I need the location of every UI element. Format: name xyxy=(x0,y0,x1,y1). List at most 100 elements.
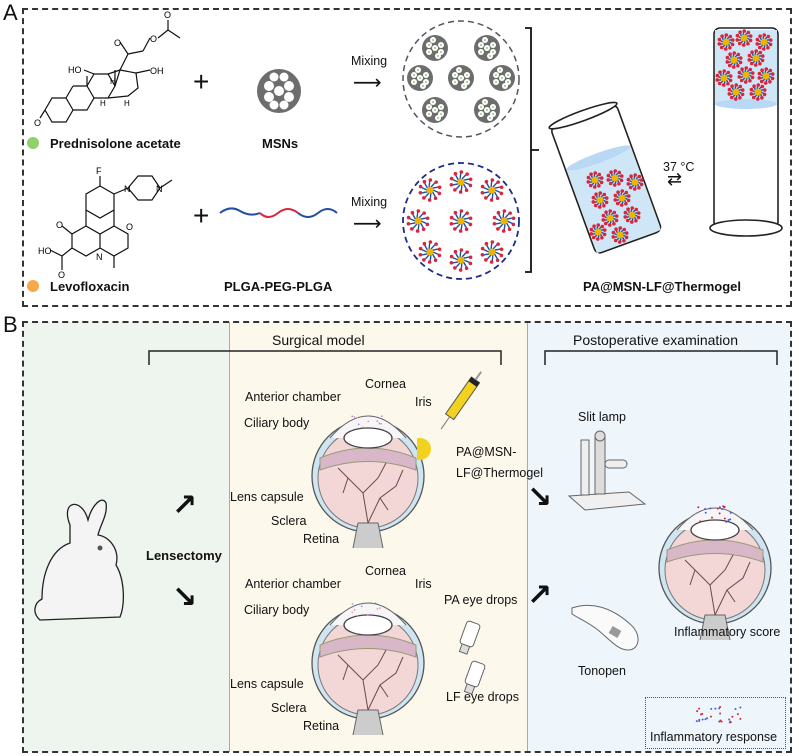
loaded-msn xyxy=(407,65,433,91)
tilted-beaker-sol xyxy=(540,100,680,250)
f-label: F xyxy=(96,166,102,176)
inflammatory-cell xyxy=(704,508,706,510)
inflammatory-cell-dot xyxy=(739,718,741,720)
levofloxacin-label: Levofloxacin xyxy=(50,279,129,294)
arrow-up-right-icon: ↗ xyxy=(527,578,552,613)
inflammatory-cell-dot xyxy=(730,721,732,723)
aqueous-particle xyxy=(354,416,356,418)
loaded-msn xyxy=(422,97,448,123)
postop-title: Postoperative examination xyxy=(573,332,738,348)
inflammatory-cell xyxy=(730,512,732,514)
micelle xyxy=(481,178,504,202)
reversible-arrows-icon: ⇄ xyxy=(667,172,682,186)
aqueous-particle xyxy=(379,423,381,425)
ring-o-label: O xyxy=(126,222,133,232)
pa-eye-drops-label: PA eye drops xyxy=(444,593,517,607)
aqueous-particle xyxy=(351,416,353,418)
inflammatory-cell-dot xyxy=(728,718,730,720)
inflammatory-cell-dot xyxy=(737,713,739,715)
micelle xyxy=(450,170,473,194)
msn-icon xyxy=(256,68,302,114)
loaded-msn xyxy=(422,35,448,61)
plus-icon: + xyxy=(193,66,209,98)
inflammatory-cell xyxy=(717,507,719,509)
slit-lamp-icon xyxy=(567,430,647,512)
product-label: PA@MSN-LF@Thermogel xyxy=(583,279,741,294)
anterior-chamber-label: Anterior chamber xyxy=(245,577,341,591)
eye-illustration-inflamed xyxy=(655,490,775,642)
pa-eye-drop-bottle-icon xyxy=(455,612,485,657)
inflammatory-cell-dot xyxy=(735,708,737,710)
inflammatory-score-label: Inflammatory score xyxy=(674,625,780,639)
arrow-down-right-icon: ↘ xyxy=(527,480,552,515)
micelle xyxy=(493,209,516,233)
iris-label: Iris xyxy=(415,395,432,409)
retina-label: Retina xyxy=(303,719,339,733)
inflammatory-cell xyxy=(721,508,723,510)
ketone-o-label: O xyxy=(56,220,63,230)
plga-peg-plga-chain xyxy=(220,203,337,223)
h-label: H xyxy=(100,99,106,108)
anterior-chamber-label: Anterior chamber xyxy=(245,390,341,404)
oh-label: OH xyxy=(150,66,164,76)
ciliary-body-label: Ciliary body xyxy=(244,603,309,617)
inflammatory-cell-dot xyxy=(731,716,733,718)
levofloxacin-structure: F N N O N O HO O xyxy=(40,168,200,278)
aqueous-particle xyxy=(377,420,379,422)
micelle-circle xyxy=(400,160,522,282)
h-label: H xyxy=(110,77,116,86)
plga-peg-plga-label: PLGA-PEG-PLGA xyxy=(224,279,332,294)
arrow-right-icon: ⟶ xyxy=(353,211,382,236)
mixing-label-bottom: Mixing xyxy=(351,195,387,209)
ho-label: HO xyxy=(68,65,82,75)
retina-label: Retina xyxy=(303,532,339,546)
inflammatory-cell-dot xyxy=(718,721,720,723)
inflammatory-cell xyxy=(697,506,699,508)
lens-capsule-label: Lens capsule xyxy=(230,677,304,691)
aqueous-particle xyxy=(370,614,372,616)
levofloxacin-dot xyxy=(27,280,39,292)
sclera-label: Sclera xyxy=(271,514,306,528)
msn-loaded-circle xyxy=(400,18,522,140)
ho-label: HO xyxy=(38,246,52,256)
lens-capsule-label: Lens capsule xyxy=(230,490,304,504)
n-label: N xyxy=(156,184,163,194)
inflammatory-cell xyxy=(719,512,721,514)
eye-illustration-drops xyxy=(308,585,428,737)
lens xyxy=(344,615,392,635)
optic-nerve xyxy=(353,710,383,735)
n-label: N xyxy=(96,252,103,262)
aqueous-particle xyxy=(361,606,363,608)
plus-icon: + xyxy=(193,200,209,232)
prednisolone-structure: HO OH O O O O H H H xyxy=(40,18,190,128)
arrow-up-right-icon: ↗ xyxy=(172,488,197,523)
inflammatory-cell-dot xyxy=(739,707,741,709)
ketone-o-label: O xyxy=(34,118,41,128)
aqueous-particle xyxy=(367,420,369,422)
inflammatory-dots-icon xyxy=(691,704,746,726)
inflammatory-cell xyxy=(724,518,726,520)
tonopen-icon xyxy=(570,600,645,655)
aqueous-particle xyxy=(354,609,356,611)
rabbit-illustration xyxy=(30,495,145,625)
injection-label-line2: LF@Thermogel xyxy=(456,466,543,480)
surgical-model-bracket xyxy=(148,350,503,366)
injection-label-line1: PA@MSN- xyxy=(456,445,516,459)
slit-lamp-label: Slit lamp xyxy=(578,410,626,424)
aqueous-particle xyxy=(377,608,379,610)
inflammatory-cell xyxy=(699,520,701,522)
h-label: H xyxy=(124,99,130,108)
inflammatory-cell-dot xyxy=(710,716,712,718)
syringe-icon xyxy=(435,365,485,440)
arrow-right-icon: ⟶ xyxy=(353,70,382,95)
tonopen-label: Tonopen xyxy=(578,664,626,678)
iris-label: Iris xyxy=(415,577,432,591)
surgical-model-title: Surgical model xyxy=(272,332,365,348)
inflammatory-cell-dot xyxy=(700,713,702,715)
micelle xyxy=(481,240,504,264)
loaded-msn xyxy=(448,65,474,91)
loaded-msn xyxy=(474,97,500,123)
inflammatory-cell xyxy=(705,512,707,514)
inflammatory-cell xyxy=(709,507,711,509)
panel-b-letter: B xyxy=(3,312,18,338)
